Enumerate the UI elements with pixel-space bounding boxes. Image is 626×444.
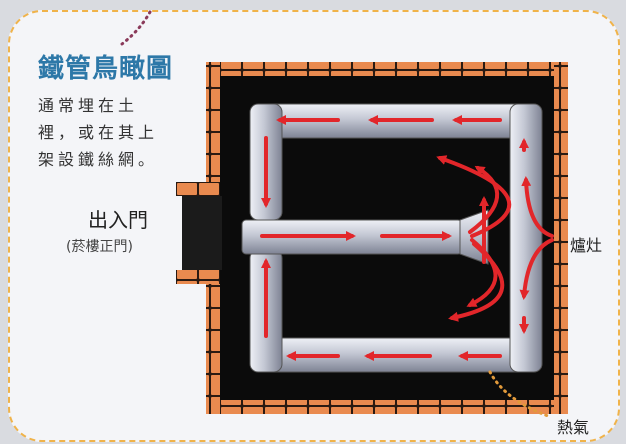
diagram-title: 鐵管鳥瞰圖: [38, 54, 174, 84]
stove-label: 爐灶: [570, 236, 603, 255]
airflow-arrows: [260, 115, 554, 361]
heat-label: 熱氣: [557, 418, 590, 437]
title-leader-dots: [120, 10, 152, 46]
door-opening: [182, 196, 222, 270]
door-label: 出入門: [88, 208, 148, 232]
door-sublabel: (菸樓正門): [66, 239, 133, 255]
brick-wall: [176, 62, 568, 414]
diagram-caption: 通常埋在土裡，或在其上架設鐵絲網。: [38, 96, 159, 169]
heat-leader-dots: [488, 370, 550, 418]
